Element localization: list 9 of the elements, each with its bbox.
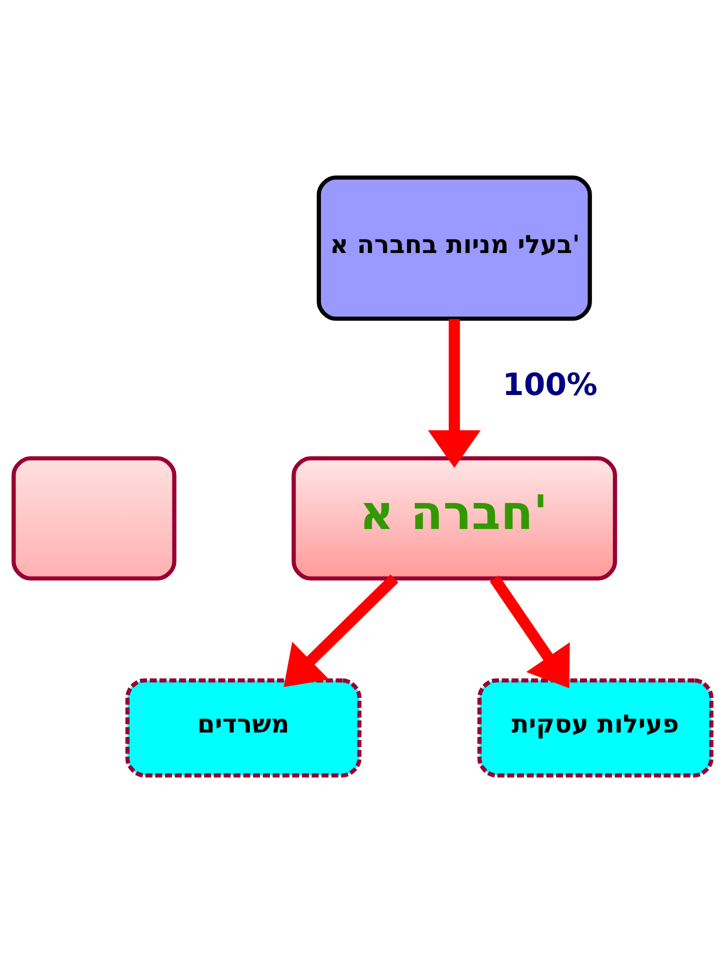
arrow — [284, 574, 398, 687]
arrow — [490, 575, 570, 688]
edge-label: 100% — [502, 366, 598, 403]
node-box: משרדים — [125, 678, 362, 778]
node-box — [12, 456, 176, 581]
arrow — [428, 319, 481, 468]
node-box: בעלי מניות בחברה א' — [316, 176, 592, 321]
node-box: פעילות עסקית — [477, 678, 714, 778]
node-box: חברה א' — [292, 456, 618, 581]
